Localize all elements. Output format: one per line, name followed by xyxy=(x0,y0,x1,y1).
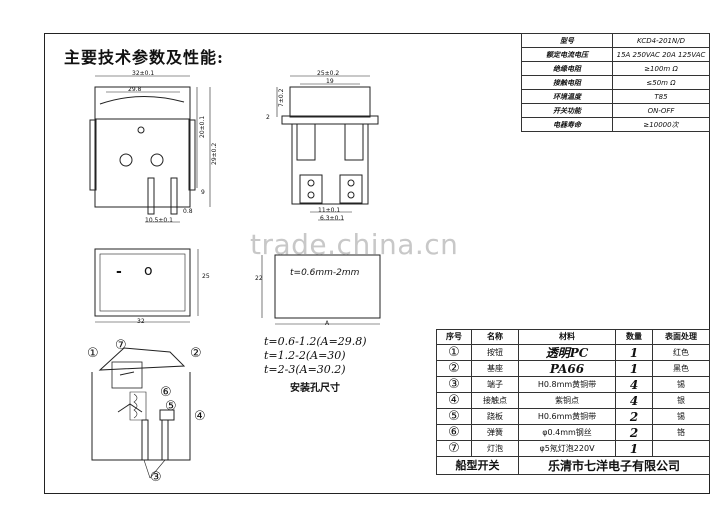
cutout-view xyxy=(261,254,381,325)
dim-side-small: 2 xyxy=(266,114,270,121)
spec-row: 电器寿命≥10000次 xyxy=(521,117,710,132)
dim-front-pin: 0.8 xyxy=(183,208,193,215)
part-material: φ0.4mm钢丝 xyxy=(518,424,616,441)
part-finish: 银 xyxy=(652,392,710,409)
side-view xyxy=(276,75,379,221)
header-no: 序号 xyxy=(436,329,472,345)
part-qty: 4 xyxy=(615,392,653,409)
part-finish: 锡 xyxy=(652,408,710,425)
callout-2: ② xyxy=(190,346,202,361)
callout-5: ⑤ xyxy=(165,399,177,414)
part-material: PA66 xyxy=(518,360,616,377)
drawing-frame xyxy=(44,33,710,494)
callout-6: ⑥ xyxy=(160,385,172,400)
part-no: ⑥ xyxy=(436,424,472,441)
part-name: 基座 xyxy=(471,360,519,377)
part-name: 灯泡 xyxy=(471,440,519,457)
part-qty: 2 xyxy=(615,408,653,425)
part-finish: 锡 xyxy=(652,376,710,393)
hole-notes: t=0.6-1.2(A=29.8) t=1.2-2(A=30) t=2-3(A=… xyxy=(264,335,367,377)
callout-1: ① xyxy=(87,346,99,361)
parts-footer-row: 船型开关乐清市七洋电子有限公司 xyxy=(436,456,710,475)
hole-note: t=0.6-1.2(A=29.8) xyxy=(264,335,367,348)
part-qty: 1 xyxy=(615,440,653,457)
dim-front-width: 32±0.1 xyxy=(132,70,155,77)
section-view xyxy=(91,347,191,479)
callout-4: ④ xyxy=(194,409,206,424)
part-no: ⑤ xyxy=(436,408,472,425)
header-finish: 表面处理 xyxy=(652,329,710,345)
part-qty: 2 xyxy=(615,424,653,441)
hole-title: 安装孔尺寸 xyxy=(290,383,340,394)
part-material: φ5氖灯泡220V xyxy=(518,440,616,457)
part-no: ④ xyxy=(436,392,472,409)
dim-front-pin-gap: 10.5±0.1 xyxy=(145,217,173,224)
watermark: trade.china.cn xyxy=(250,228,459,261)
part-no: ⑦ xyxy=(436,440,472,457)
dim-side-width: 25±0.2 xyxy=(317,70,340,77)
dim-side-pin-w: 11±0.1 xyxy=(318,207,341,214)
part-qty: 1 xyxy=(615,360,653,377)
part-finish: 铬 xyxy=(652,424,710,441)
front-view xyxy=(89,75,211,223)
header-material: 材料 xyxy=(518,329,616,345)
dim-side-pin-in: 6.3±0.1 xyxy=(320,215,345,222)
product-name: 船型开关 xyxy=(436,456,519,475)
cutout-note: t=0.6mm-2mm xyxy=(290,268,360,278)
spec-value: ≥10000次 xyxy=(612,117,710,132)
header-name: 名称 xyxy=(471,329,519,345)
part-finish xyxy=(652,440,710,457)
dim-bottom-height: 25 xyxy=(202,273,210,280)
part-material: H0.6mm黄铜带 xyxy=(518,408,616,425)
dim-cutout-a: A xyxy=(325,320,330,327)
parts-header-row: 序号 名称 材料 数量 表面处理 xyxy=(436,329,710,345)
part-name: 跷板 xyxy=(471,408,519,425)
dim-front-tail: 9 xyxy=(201,189,205,196)
symbol-on: o xyxy=(144,263,153,279)
callout-3: ③ xyxy=(150,470,162,485)
part-material: H0.8mm黄铜带 xyxy=(518,376,616,393)
part-qty: 4 xyxy=(615,376,653,393)
drawing-title: 主要技术参数及性能: xyxy=(64,48,224,67)
part-name: 端子 xyxy=(471,376,519,393)
part-finish: 黑色 xyxy=(652,360,710,377)
dim-front-inner: 29.8 xyxy=(128,86,142,93)
part-no: ② xyxy=(436,360,472,377)
hole-note: t=2-3(A=30.2) xyxy=(264,363,346,376)
dim-cutout-height: 22 xyxy=(255,275,263,282)
dim-side-inner: 19 xyxy=(326,78,334,85)
symbol-off: - xyxy=(116,264,122,280)
part-no: ③ xyxy=(436,376,472,393)
dim-bottom-width: 32 xyxy=(137,318,145,325)
bottom-view xyxy=(94,248,199,323)
part-no: ① xyxy=(436,344,472,361)
part-material: 紫铜点 xyxy=(518,392,616,409)
part-name: 按钮 xyxy=(471,344,519,361)
part-name: 弹簧 xyxy=(471,424,519,441)
callout-7: ⑦ xyxy=(115,338,127,353)
part-finish: 红色 xyxy=(652,344,710,361)
maker-name: 乐清市七洋电子有限公司 xyxy=(518,456,710,475)
header-qty: 数量 xyxy=(615,329,653,345)
hole-note: t=1.2-2(A=30) xyxy=(264,349,346,362)
part-material: 透明PC xyxy=(518,344,616,361)
part-name: 接触点 xyxy=(471,392,519,409)
part-qty: 1 xyxy=(615,344,653,361)
